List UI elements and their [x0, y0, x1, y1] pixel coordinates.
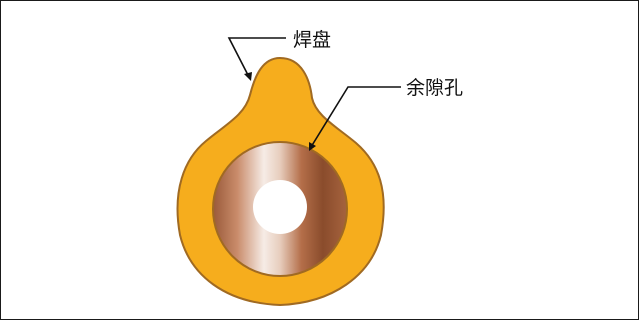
clearance-leader-arrowhead — [309, 142, 316, 151]
clearance-hole-label: 余隙孔 — [406, 77, 463, 99]
drill-hole — [253, 180, 307, 234]
pad-leader-line — [227, 37, 286, 78]
pad-label: 焊盘 — [293, 29, 331, 51]
clearance-leader-line — [310, 86, 401, 148]
pad-leader-arrowhead — [244, 72, 252, 81]
